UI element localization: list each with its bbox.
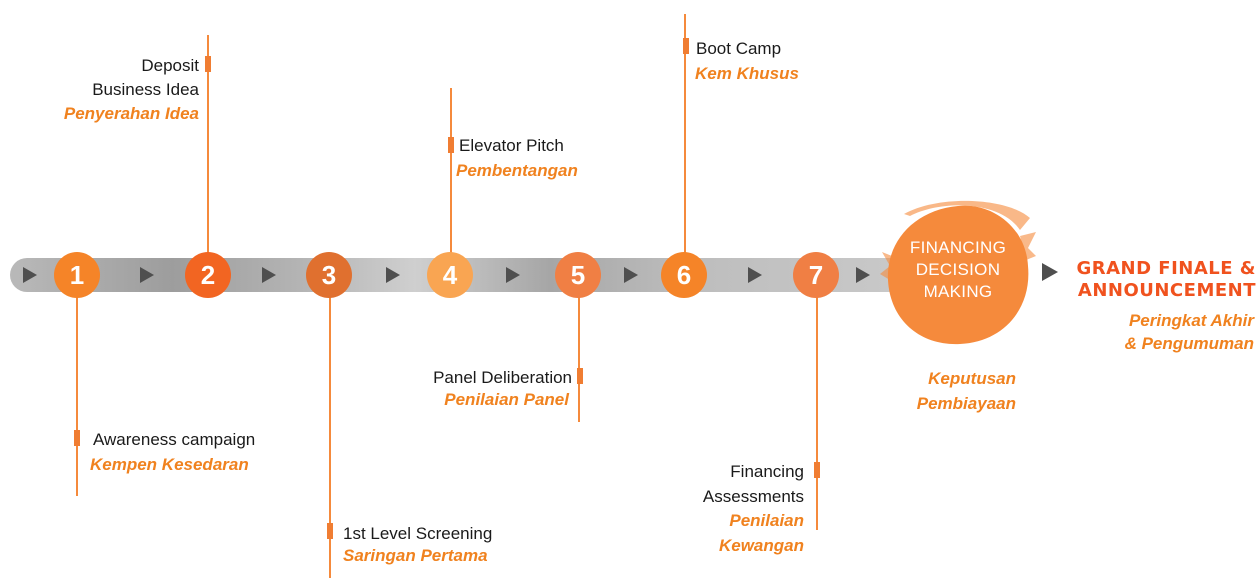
finale-title-line2: ANNOUNCEMENT (1077, 280, 1256, 301)
finale-label-my-line1: Peringkat Akhir (1128, 311, 1254, 330)
assessment-label-line2: Assessments (702, 487, 804, 506)
tick-marker (448, 137, 454, 153)
assessment-label-my-line2: Kewangan (718, 536, 804, 555)
arrow-icon (23, 267, 37, 283)
assessment-label-my-line1: Penilaian (729, 511, 804, 530)
step-1-circle: 1 (54, 252, 100, 298)
decision-title-line2: DECISION (915, 260, 1001, 279)
connector-line-1 (76, 282, 78, 496)
decision-title: FINANCING DECISION MAKING (888, 237, 1028, 303)
tick-marker (74, 430, 80, 446)
connector-line-2 (207, 35, 209, 275)
pitch-label-my: Pembentangan (456, 161, 578, 180)
arrow-icon (624, 267, 638, 283)
connector-line-3 (329, 282, 331, 578)
finale-title: GRAND FINALE & ANNOUNCEMENT (1076, 258, 1256, 302)
screening-label-my: Saringan Pertama (343, 546, 488, 565)
step-4-circle: 4 (427, 252, 473, 298)
arrow-icon (506, 267, 520, 283)
step-2-circle: 2 (185, 252, 231, 298)
connector-line-5 (578, 282, 580, 422)
decision-title-line3: MAKING (923, 282, 993, 301)
deposit-label-my: Penyerahan Idea (63, 104, 199, 123)
tick-marker (577, 368, 583, 384)
decision-brush-circle (880, 200, 1036, 345)
bootcamp-label: Boot Camp (696, 39, 782, 58)
pitch-label: Elevator Pitch (459, 136, 564, 155)
tick-marker (683, 38, 689, 54)
connector-line-7 (816, 282, 818, 530)
finale-title-line1: GRAND FINALE & (1076, 258, 1256, 279)
awareness-label: Awareness campaign (93, 430, 256, 449)
connector-line-4 (450, 88, 452, 274)
connector-line-6 (684, 14, 686, 274)
step-3-circle: 3 (306, 252, 352, 298)
bootcamp-label-my: Kem Khusus (695, 64, 799, 83)
arrow-icon (140, 267, 154, 283)
panel-label-my: Penilaian Panel (444, 390, 569, 409)
finale-label-my-line2: & Pengumuman (1124, 334, 1254, 353)
step-6-circle: 6 (661, 252, 707, 298)
arrow-icon (856, 267, 870, 283)
step-5-circle: 5 (555, 252, 601, 298)
tick-marker (814, 462, 820, 478)
deposit-label-line1: Deposit (141, 56, 199, 75)
panel-label: Panel Deliberation (433, 368, 572, 387)
arrow-icon (1042, 263, 1058, 281)
decision-label-my-line2: Pembiayaan (916, 394, 1016, 413)
arrow-icon (386, 267, 400, 283)
awareness-label-my: Kempen Kesedaran (90, 455, 249, 474)
decision-label-my-line1: Keputusan (928, 369, 1016, 388)
tick-marker (205, 56, 211, 72)
screening-label: 1st Level Screening (343, 524, 493, 543)
deposit-label-line2: Business Idea (92, 80, 199, 99)
decision-title-line1: FINANCING (909, 238, 1007, 257)
arrow-icon (748, 267, 762, 283)
assessment-label-line1: Financing (730, 462, 804, 481)
step-7-circle: 7 (793, 252, 839, 298)
arrow-icon (262, 267, 276, 283)
tick-marker (327, 523, 333, 539)
